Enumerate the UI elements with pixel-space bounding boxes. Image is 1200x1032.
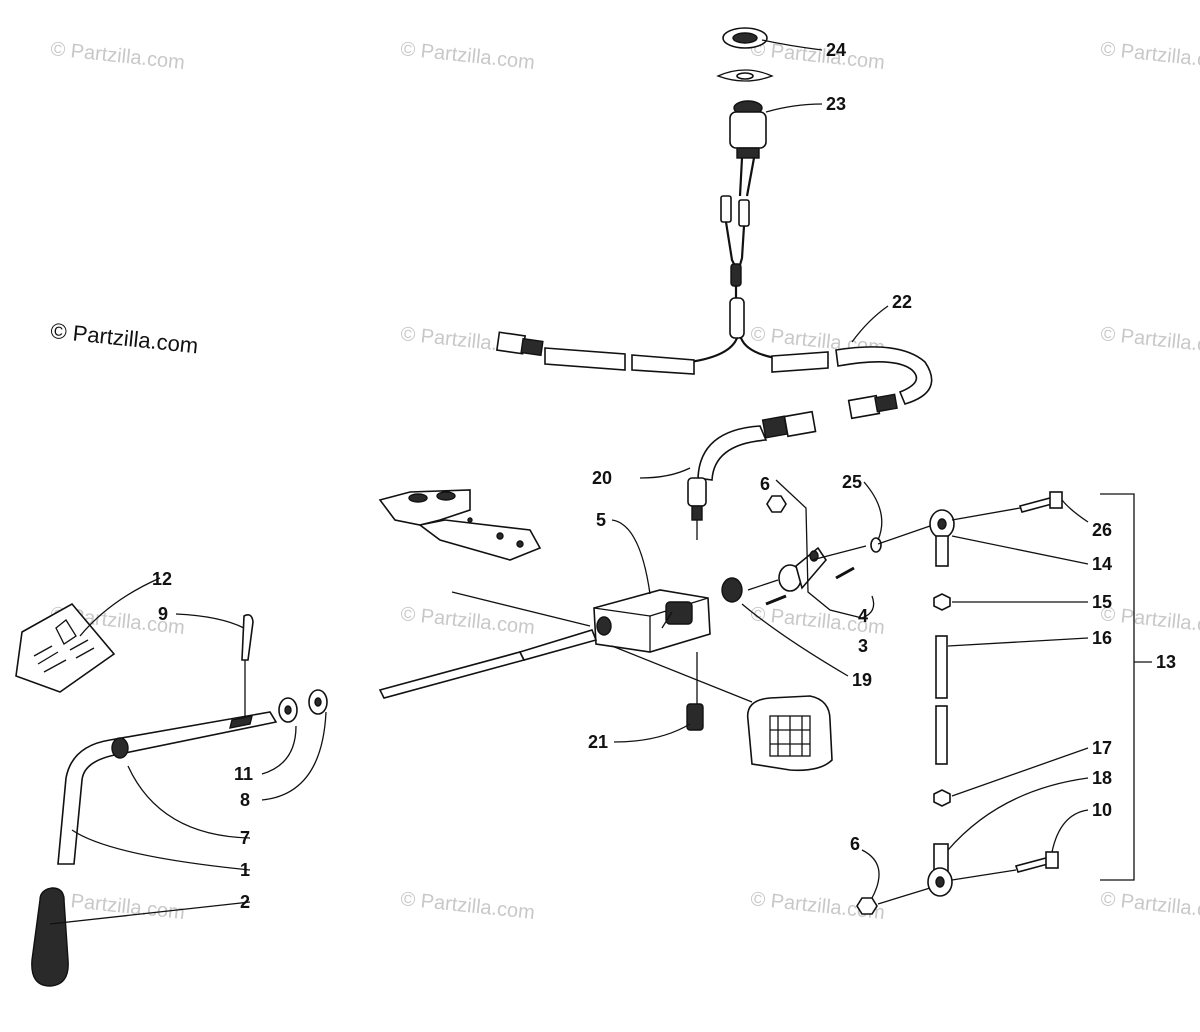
part-11-washer (278, 697, 298, 723)
watermark-text: © Partzilla.com (749, 38, 885, 74)
callout-21: 21 (588, 732, 608, 752)
callout-2: 2 (240, 892, 250, 912)
callout-3: 3 (858, 636, 868, 656)
part-14-rod-end (929, 509, 955, 567)
part-25-washer (870, 537, 882, 553)
callout-4: 4 (858, 606, 868, 626)
leader-lines (49, 39, 1089, 925)
callout-6-lower: 6 (850, 834, 860, 854)
watermark-text: © Partzilla.com (399, 603, 535, 639)
part-16-threaded-rod (935, 635, 948, 765)
callout-20: 20 (592, 468, 612, 488)
callout-26: 26 (1092, 520, 1112, 540)
part-10-bolt (1014, 851, 1059, 873)
part-8-washer (308, 689, 328, 715)
shaft-rod (378, 629, 598, 699)
callout-10: 10 (1092, 800, 1112, 820)
part-1-lever (57, 711, 278, 865)
callout-22: 22 (892, 292, 912, 312)
part-23-switch (720, 100, 767, 298)
part-5-housing (593, 589, 711, 653)
part-18-rod-end (927, 843, 953, 897)
callout-15: 15 (1092, 592, 1112, 612)
callout-5: 5 (596, 510, 606, 530)
watermark-text: © Partzilla.com (1099, 38, 1200, 74)
part-2-grip (31, 887, 69, 987)
pad-block (746, 695, 833, 772)
part-24-grommet (716, 27, 774, 82)
part-17-nut (933, 789, 951, 807)
part-6-nut-upper (766, 495, 787, 513)
callout-24: 24 (826, 40, 846, 60)
callout-23: 23 (826, 94, 846, 114)
callout-6-upper: 6 (760, 474, 770, 494)
part-15-nut (933, 593, 951, 611)
mounting-bracket (378, 489, 542, 561)
assembly-13-bracket (1100, 493, 1135, 881)
callout-18: 18 (1092, 768, 1112, 788)
watermark-layer: © Partzilla.com © Partzilla.com © Partzi… (49, 38, 1200, 924)
watermark-text: © Partzilla.com (399, 38, 535, 74)
callout-17: 17 (1092, 738, 1112, 758)
watermark-text: © Partzilla.com (399, 888, 535, 924)
callout-7: 7 (240, 828, 250, 848)
callout-14: 14 (1092, 554, 1112, 574)
part-6-nut-lower (856, 897, 878, 915)
part-9-pin (241, 614, 254, 718)
callout-19: 19 (852, 670, 872, 690)
watermark-text: © Partzilla.com (1099, 323, 1200, 359)
callout-12: 12 (152, 569, 172, 589)
callout-labels: 24 23 22 20 6 25 5 26 14 12 9 15 4 16 3 … (152, 40, 1176, 912)
callout-9: 9 (158, 604, 168, 624)
part-4-pin (765, 566, 855, 606)
watermark-text: © Partzilla.com (49, 888, 185, 924)
part-21-fitting (686, 652, 704, 731)
callout-16: 16 (1092, 628, 1112, 648)
part-19-spacer (721, 577, 743, 603)
part-3-arm (778, 546, 828, 592)
watermark-text: © Partzilla.com (1099, 603, 1200, 639)
callout-8: 8 (240, 790, 250, 810)
callout-25: 25 (842, 472, 862, 492)
callout-13: 13 (1156, 652, 1176, 672)
callout-1: 1 (240, 860, 250, 880)
part-20-sensor-cable (687, 410, 817, 540)
part-26-bolt (1018, 491, 1063, 513)
part-22-wire-harness (495, 297, 933, 420)
watermark-text: © Partzilla.com (1099, 888, 1200, 924)
watermark-text: © Partzilla.com (49, 38, 185, 74)
callout-11: 11 (234, 764, 253, 784)
